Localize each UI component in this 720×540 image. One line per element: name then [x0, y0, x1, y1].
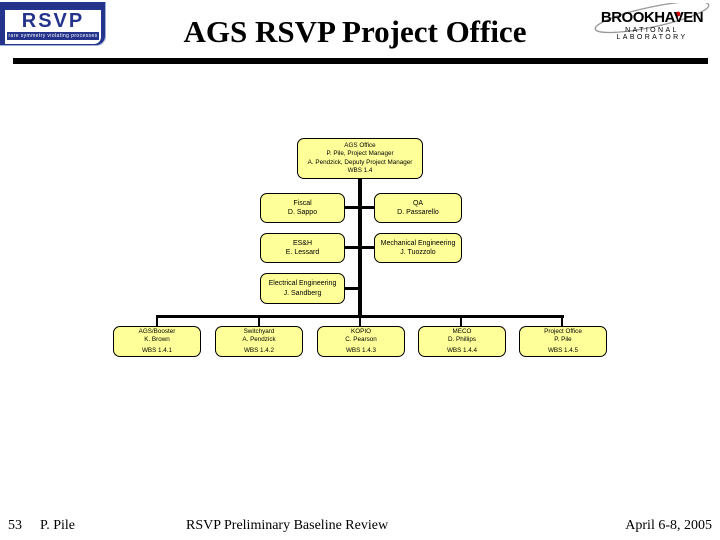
org-box-title: AGS/Booster: [138, 327, 176, 335]
connector-drop-5: [561, 317, 563, 326]
org-box-name: A. Pendzick: [242, 336, 276, 344]
org-box-wbs: WBS 1.4: [347, 167, 373, 174]
connector-drop-3: [359, 317, 361, 326]
org-box-title: Electrical Engineering: [268, 280, 337, 288]
org-box-name: P. Pile: [554, 336, 572, 344]
footer-author: P. Pile: [40, 518, 76, 533]
footer-title: RSVP Preliminary Baseline Review: [186, 518, 389, 533]
org-box-wbs: WBS 1.4.4: [446, 346, 478, 354]
org-box-name: J. Tuozzolo: [400, 249, 436, 256]
org-box-line: A. Pendzick, Deputy Project Manager: [307, 158, 413, 166]
rsvp-logo-tagline: rare symmetry violating processes: [7, 32, 99, 40]
rsvp-logo: RSVP rare symmetry violating processes: [0, 2, 106, 46]
slide-number: 53: [8, 518, 22, 533]
connector-row2: [345, 206, 374, 209]
org-box-wbs: WBS 1.4.1: [141, 346, 173, 354]
org-box-name: K. Brown: [144, 336, 170, 344]
connector-row3: [345, 246, 374, 249]
connector-bottom-rail: [156, 315, 564, 318]
org-box-kopio: KOPIO C. Pearson WBS 1.4.3: [317, 326, 405, 357]
org-box-title: Fiscal: [293, 199, 312, 207]
header-divider: [13, 58, 708, 64]
org-box-electrical-engineering: Electrical Engineering J. Sandberg: [260, 273, 345, 304]
org-box-name: E. Lessard: [285, 249, 320, 256]
org-box-project-office: Project Office P. Pile WBS 1.4.5: [519, 326, 607, 357]
org-box-title: ES&H: [292, 239, 313, 247]
org-box-title: QA: [412, 199, 424, 207]
org-box-title: Mechanical Engineering: [380, 239, 456, 247]
brookhaven-logo-line1: BROOKHAVEN: [600, 9, 704, 26]
page-title: AGS RSVP Project Office: [183, 14, 527, 49]
org-box-name: C. Pearson: [345, 336, 377, 344]
org-box-ags-booster: AGS/Booster K. Brown WBS 1.4.1: [113, 326, 201, 357]
org-box-name: J. Sandberg: [283, 289, 322, 297]
org-box-line: P. Pile, Project Manager: [326, 150, 394, 157]
org-box-wbs: WBS 1.4.5: [547, 346, 579, 354]
org-box-fiscal: Fiscal D. Sappo: [260, 193, 345, 223]
rsvp-logo-panel: RSVP rare symmetry violating processes: [5, 10, 101, 44]
rsvp-logo-text: RSVP: [21, 10, 85, 32]
footer-date: April 6-8, 2005: [625, 518, 712, 533]
org-box-name: D. Passarello: [397, 209, 439, 216]
org-box-title: MECO: [452, 327, 472, 335]
connector-drop-2: [258, 317, 260, 326]
connector-row4: [345, 287, 360, 290]
org-box-title: Switchyard: [243, 327, 275, 335]
brookhaven-logo: BROOKHAVEN NATIONAL LABORATORY: [588, 3, 716, 43]
org-box-esh: ES&H E. Lessard: [260, 233, 345, 263]
org-box-title: KOPIO: [351, 327, 371, 335]
brookhaven-logo-line2: NATIONAL LABORATORY: [616, 27, 688, 41]
org-box-switchyard: Switchyard A. Pendzick WBS 1.4.2: [215, 326, 303, 357]
org-box-wbs: WBS 1.4.2: [243, 346, 275, 354]
org-box-title: AGS Office: [344, 141, 376, 149]
org-box-ags-office: AGS Office P. Pile, Project Manager A. P…: [297, 138, 423, 179]
org-box-title: Project Office: [544, 327, 582, 335]
connector-drop-4: [460, 317, 462, 326]
org-box-meco: MECO D. Phillips WBS 1.4.4: [418, 326, 506, 357]
atom-orbit-icon: [594, 3, 710, 34]
org-box-mechanical-engineering: Mechanical Engineering J. Tuozzolo: [374, 233, 462, 263]
org-box-name: D. Sappo: [287, 209, 318, 216]
org-box-qa: QA D. Passarello: [374, 193, 462, 223]
connector-drop-1: [156, 317, 158, 326]
org-box-wbs: WBS 1.4.3: [345, 346, 377, 354]
org-box-name: D. Phillips: [448, 336, 476, 344]
